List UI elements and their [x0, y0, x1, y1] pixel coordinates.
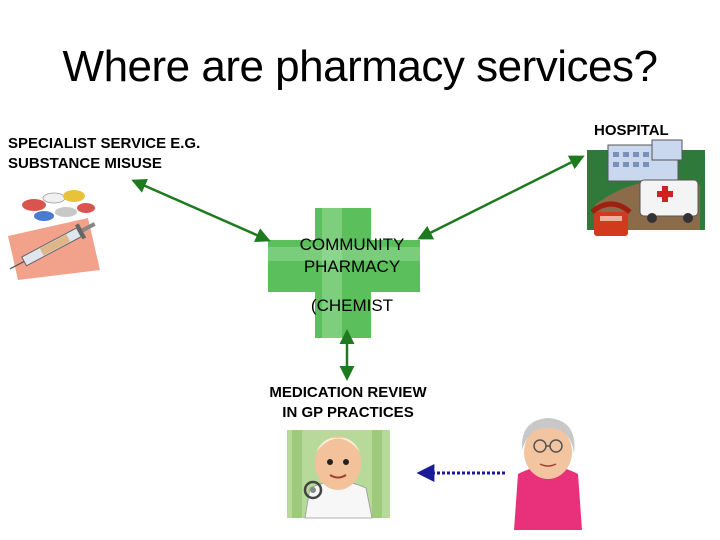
elderly-patient-icon — [514, 418, 582, 530]
medication-review-label: MEDICATION REVIEW IN GP PRACTICES — [269, 384, 427, 421]
pills-and-syringe-icon — [8, 190, 100, 280]
specialist-service-label: SPECIALIST SERVICE E.G. SUBSTANCE MISUSE — [8, 135, 201, 172]
hospital-ambulance-icon — [587, 139, 705, 236]
community-pharmacy-label: COMMUNITY PHARMACY — [299, 235, 405, 276]
pharmacy-cross-icon — [268, 208, 420, 338]
arrow-specialist-community — [131, 178, 271, 243]
hospital-label: HOSPITAL — [594, 122, 669, 139]
doctor-icon — [287, 430, 390, 519]
arrow-hospital-community — [417, 155, 585, 240]
slide-title: Where are pharmacy services? — [62, 42, 658, 91]
chemist-label: (CHEMIST — [310, 296, 394, 315]
